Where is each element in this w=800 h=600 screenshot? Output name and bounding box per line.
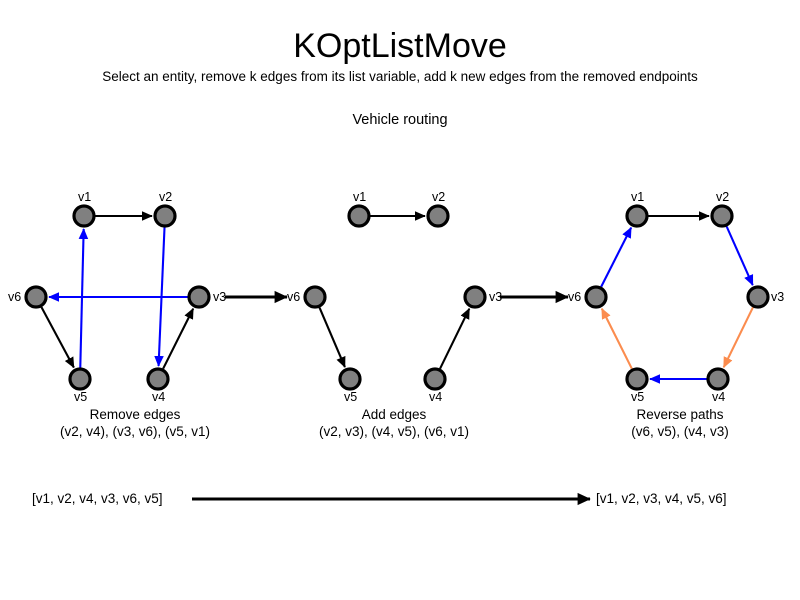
graph-node-v3[interactable] — [463, 285, 487, 309]
graph-node-v4[interactable] — [706, 367, 730, 391]
graph-node-v5[interactable] — [68, 367, 92, 391]
edge-v3-v4 — [722, 306, 754, 369]
before-list-text: [v1, v2, v4, v3, v6, v5] — [32, 491, 163, 506]
node-label-v4: v4 — [712, 390, 725, 404]
panel-caption-title: Add edges — [362, 407, 427, 422]
panel-caption-title: Remove edges — [90, 407, 181, 422]
graph-node-v1[interactable] — [72, 204, 96, 228]
node-label-v2: v2 — [432, 190, 445, 204]
nodes-group: v1 v2 v3 v4 v5 v6 — [568, 190, 784, 404]
graph-node-v4[interactable] — [423, 367, 447, 391]
node-label-v1: v1 — [353, 190, 366, 204]
edges-group — [40, 211, 195, 370]
nodes-group: v1 v2 v3 v4 v5 v6 — [287, 190, 502, 404]
panel-caption-detail: (v2, v4), (v3, v6), (v5, v1) — [60, 424, 210, 439]
node-label-v6: v6 — [287, 290, 300, 304]
edge-v6-v5 — [40, 306, 75, 369]
graph-node-v3[interactable] — [746, 285, 770, 309]
graph-node-v3[interactable] — [187, 285, 211, 309]
graph-node-v1[interactable] — [347, 204, 371, 228]
node-label-v6: v6 — [568, 290, 581, 304]
footer-layer: [v1, v2, v4, v3, v6, v5] [v1, v2, v3, v4,… — [32, 491, 727, 506]
edge-v5-v6 — [600, 307, 633, 370]
node-label-v2: v2 — [716, 190, 729, 204]
edge-v6-v1 — [600, 226, 633, 288]
edge-v2-v3 — [725, 226, 754, 286]
edge-v4-v3 — [162, 307, 195, 370]
edge-v6-v5 — [318, 307, 346, 368]
graph-node-v5[interactable] — [625, 367, 649, 391]
node-label-v2: v2 — [159, 190, 172, 204]
graph-node-v1[interactable] — [625, 204, 649, 228]
node-label-v1: v1 — [78, 190, 91, 204]
graph-node-v6[interactable] — [584, 285, 608, 309]
node-label-v5: v5 — [631, 390, 644, 404]
panel-caption-title: Reverse paths — [636, 407, 723, 422]
graph-node-v2[interactable] — [153, 204, 177, 228]
node-label-v5: v5 — [344, 390, 357, 404]
graph-node-v6[interactable] — [24, 285, 48, 309]
edge-v5-v1 — [78, 228, 89, 368]
graph-node-v5[interactable] — [338, 367, 362, 391]
graph-node-v6[interactable] — [303, 285, 327, 309]
node-label-v3: v3 — [771, 290, 784, 304]
node-label-v3: v3 — [213, 290, 226, 304]
edge-v4-v3 — [439, 307, 471, 370]
edges-group — [318, 211, 471, 370]
page-title: KOptListMove — [293, 27, 507, 65]
graph-node-v4[interactable] — [146, 367, 170, 391]
node-label-v3: v3 — [489, 290, 502, 304]
nodes-group: v1 v2 v3 v4 v5 v6 — [8, 190, 226, 404]
node-label-v5: v5 — [74, 390, 87, 404]
page-subtitle: Select an entity, remove k edges from it… — [102, 69, 698, 84]
graph-node-v2[interactable] — [710, 204, 734, 228]
graph-node-v2[interactable] — [426, 204, 450, 228]
edges-group — [600, 211, 754, 384]
panel-caption-detail: (v2, v3), (v4, v5), (v6, v1) — [319, 424, 469, 439]
node-label-v6: v6 — [8, 290, 21, 304]
node-label-v4: v4 — [429, 390, 442, 404]
node-label-v1: v1 — [631, 190, 644, 204]
panel-caption-detail: (v6, v5), (v4, v3) — [631, 424, 729, 439]
section-label: Vehicle routing — [352, 112, 448, 128]
after-list-text: [v1, v2, v3, v4, v5, v6] — [596, 491, 727, 506]
node-label-v4: v4 — [152, 390, 165, 404]
